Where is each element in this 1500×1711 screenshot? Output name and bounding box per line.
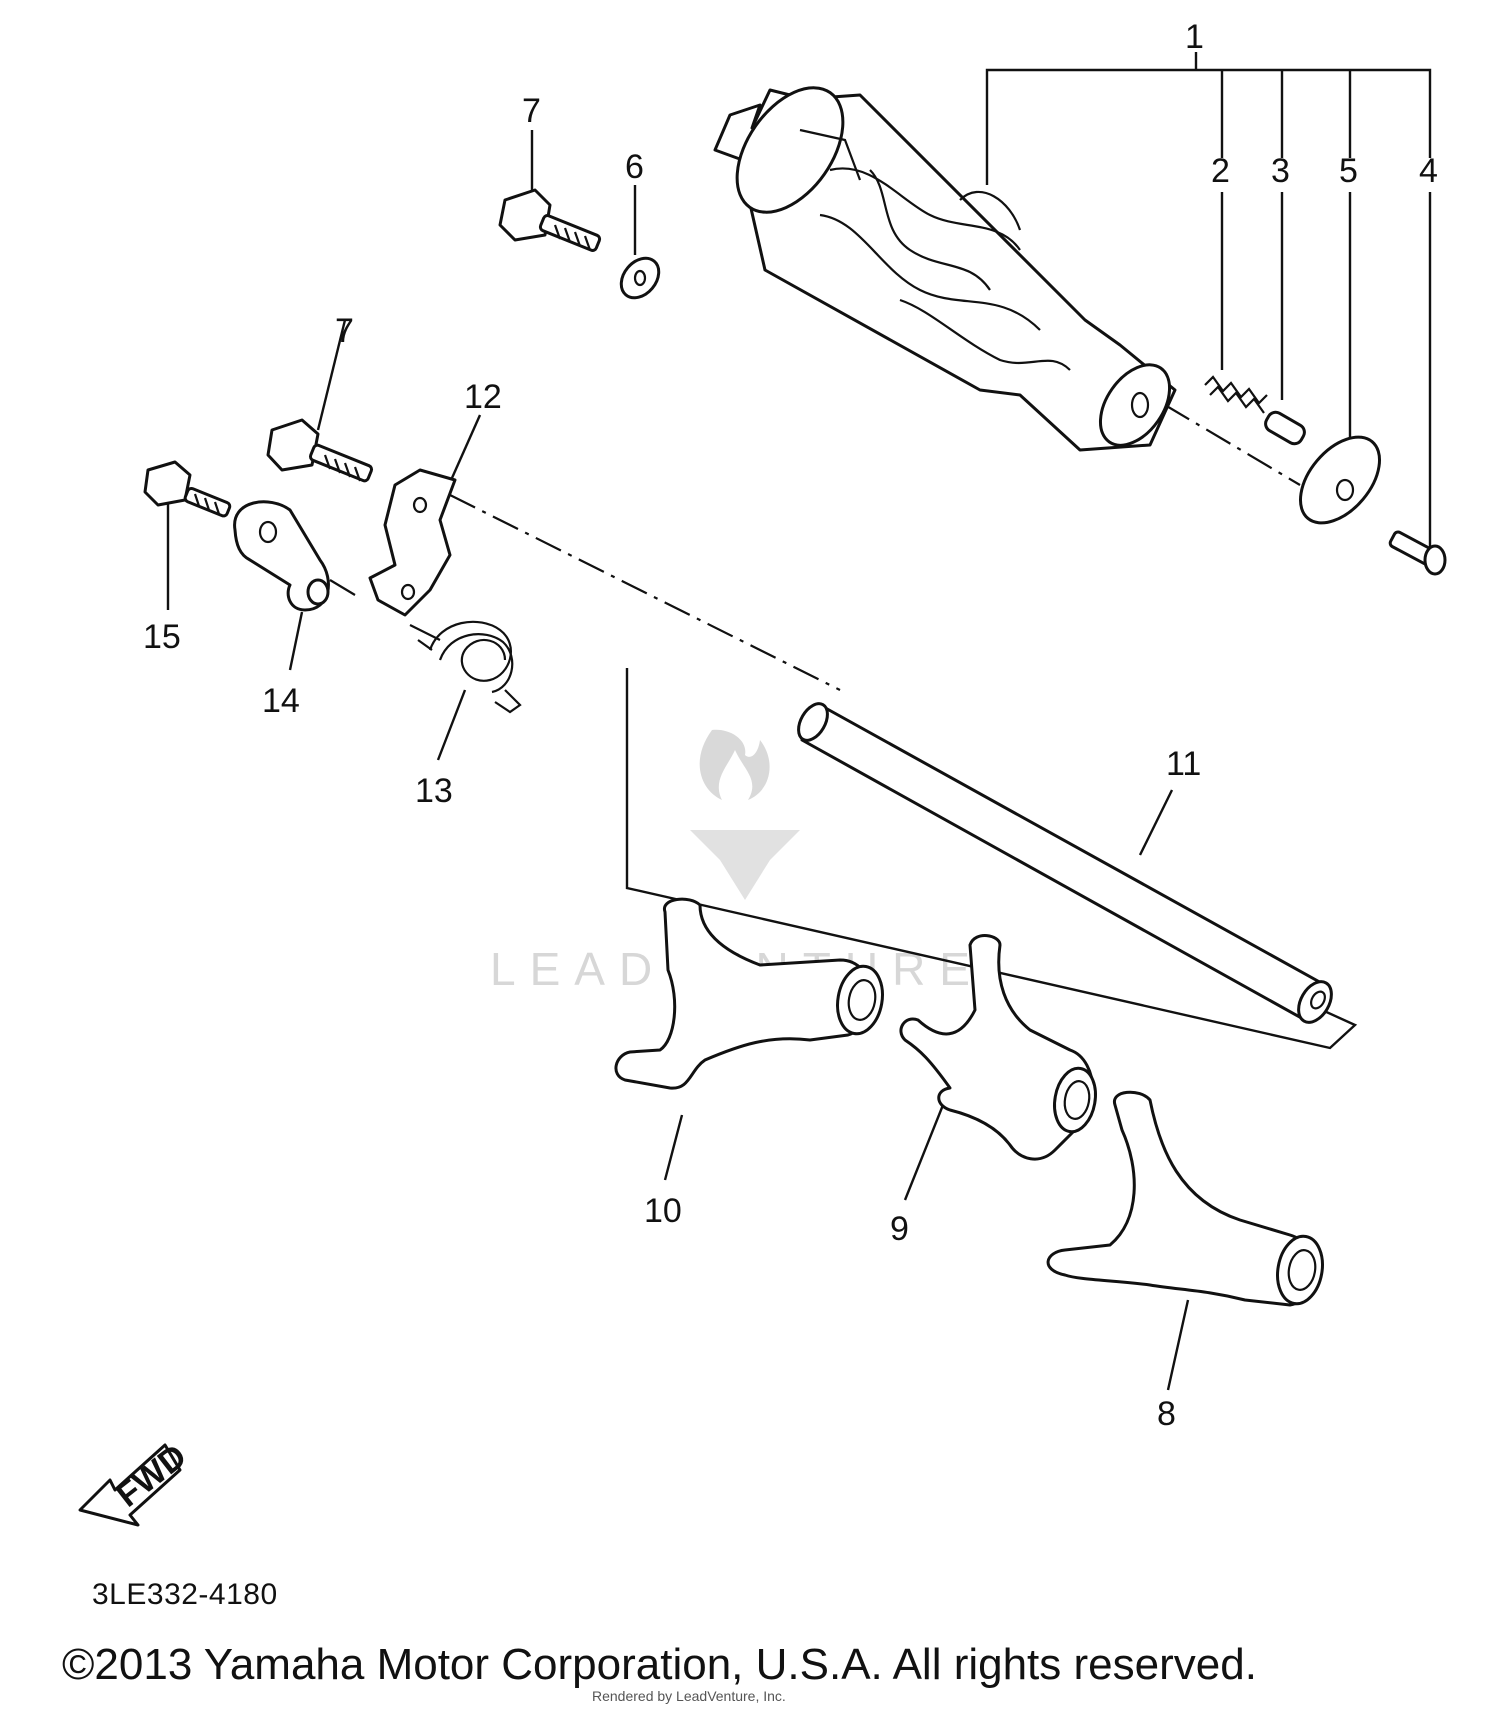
callout-3: 3 [1271, 152, 1290, 190]
callout-9: 9 [890, 1210, 909, 1248]
fwd-arrow-icon: FWD [78, 1437, 194, 1527]
shift-fork-8 [1046, 1090, 1324, 1307]
callout-14: 14 [262, 682, 300, 720]
washer [619, 256, 661, 300]
callout-4: 4 [1419, 152, 1438, 190]
plate-screw [1388, 530, 1447, 576]
callout-13: 13 [415, 772, 453, 810]
bolt-top [498, 188, 602, 252]
callout-15: 15 [143, 618, 181, 656]
leader-lines [166, 52, 1432, 1391]
callout-2: 2 [1211, 152, 1230, 190]
callout-5: 5 [1339, 152, 1358, 190]
callouts: 1 2 3 5 4 7 6 7 12 15 14 13 11 10 9 8 [143, 18, 1438, 1433]
shift-drum [713, 86, 1177, 452]
bolt-middle [266, 418, 374, 483]
drum-pin [1264, 410, 1306, 446]
callout-10: 10 [644, 1192, 682, 1230]
shift-fork-10 [614, 897, 884, 1090]
guide-bar [797, 702, 1333, 1024]
callout-7-top: 7 [522, 92, 541, 130]
copyright-notice: ©2013 Yamaha Motor Corporation, U.S.A. A… [62, 1640, 1257, 1689]
bolt-stopper [143, 460, 232, 518]
part-code: 3LE332-4180 [92, 1578, 278, 1611]
callout-1: 1 [1185, 18, 1204, 56]
torsion-spring [417, 620, 522, 714]
shift-lever [368, 468, 457, 617]
shift-fork-9 [899, 934, 1097, 1161]
segment-plate [1298, 435, 1382, 525]
callout-7-middle: 7 [335, 312, 354, 350]
drum-spring [1204, 375, 1268, 414]
callout-6: 6 [625, 148, 644, 186]
stopper-lever [233, 500, 330, 612]
rendered-by-notice: Rendered by LeadVenture, Inc. [592, 1688, 786, 1704]
callout-11: 11 [1166, 745, 1201, 783]
callout-8: 8 [1157, 1395, 1176, 1433]
callout-12: 12 [464, 378, 502, 416]
